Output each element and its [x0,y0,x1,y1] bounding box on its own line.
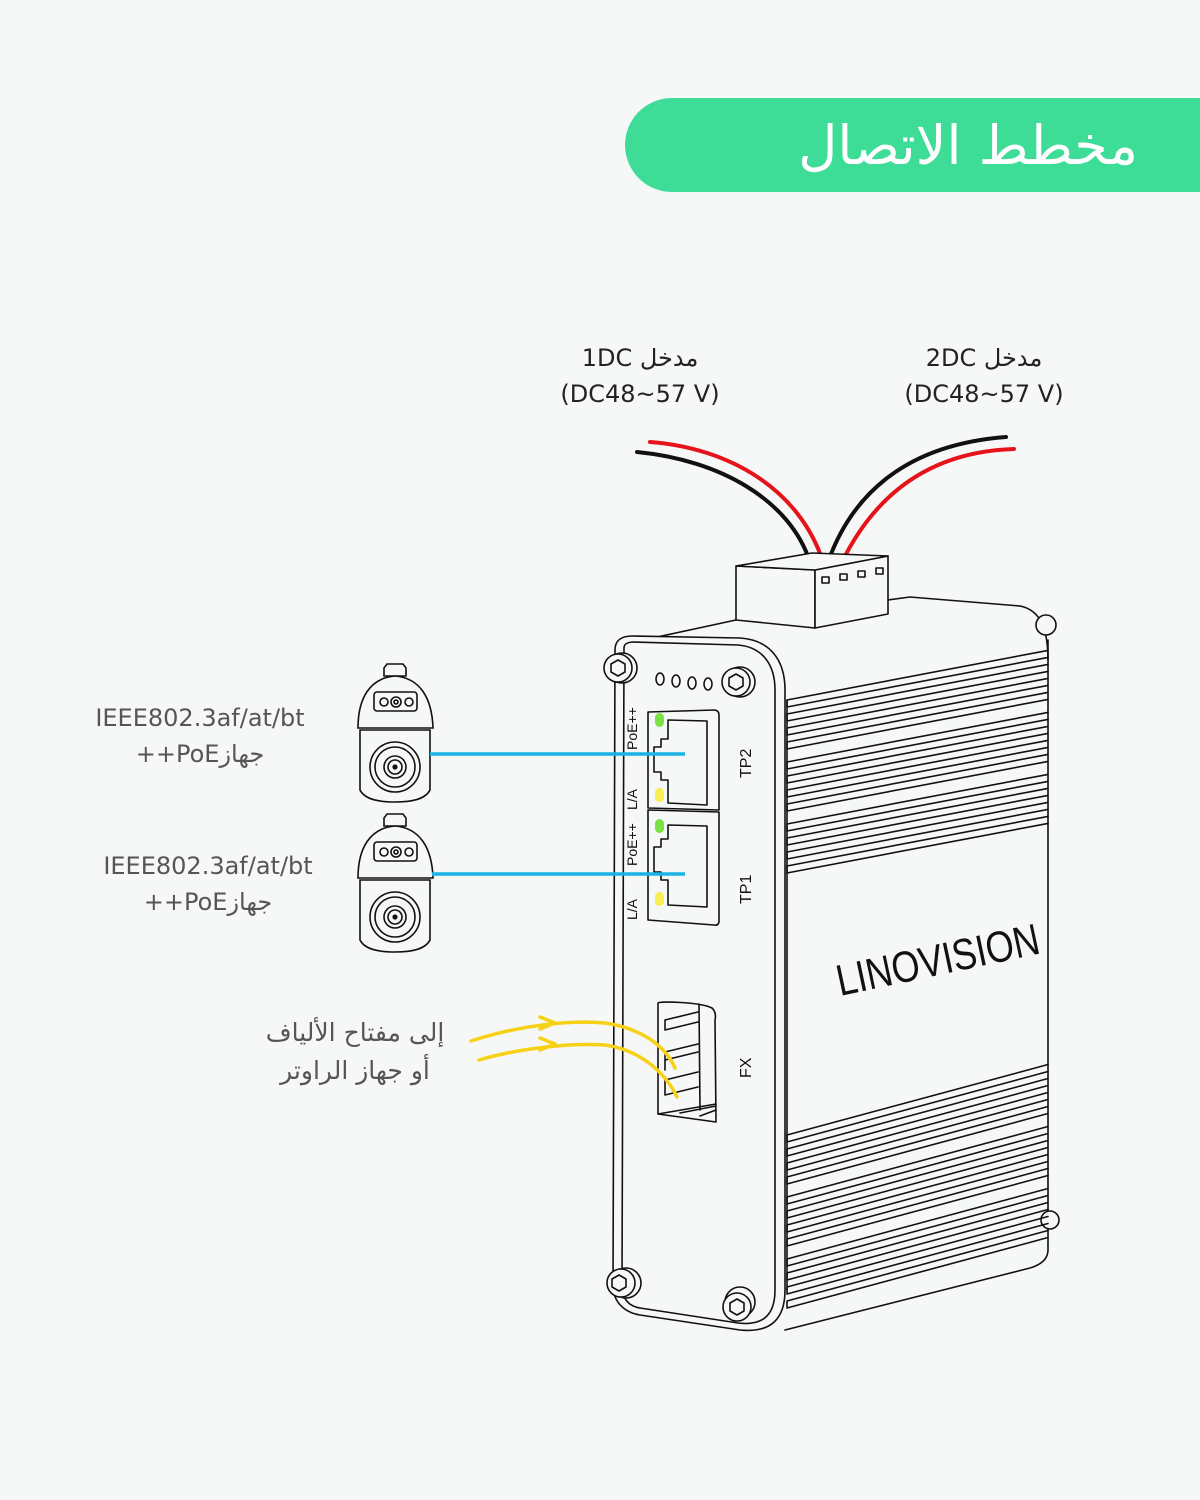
screw-icon [603,652,638,684]
port-fx[interactable] [657,1001,717,1123]
fiber-link-label: إلى مفتاح الألياف أو جهاز الراوتر [245,1014,465,1090]
screw-icon [721,666,756,698]
poe-device-2-name: جهازPoE++ [143,888,273,916]
power-input-1-name: مدخل 1DC [581,344,699,372]
tp2-port-label: TP2 [738,749,755,778]
poe-device-1-name: جهازPoE++ [135,740,265,768]
cooling-fin [786,1153,1049,1233]
wire-dc1-positive [648,440,825,564]
led-tp1-poe [655,819,664,833]
poe-device-2-standard: IEEE802.3af/at/bt [103,852,313,880]
ptz-camera-icon [357,813,434,953]
port-tp1[interactable] [647,809,720,926]
cooling-fin [786,815,1049,874]
cooling-fin [786,649,1049,708]
fiber-link-line2: أو جهاز الراوتر [280,1056,430,1085]
fiber-arrow-1 [538,1015,557,1031]
cooling-fin [786,1215,1049,1295]
poe-device-2-label: IEEE802.3af/at/bt جهازPoE++ [78,848,338,920]
indicator-holes [655,672,713,691]
cooling-fin [786,1139,1049,1219]
led-tp2-poe [655,713,664,727]
poe-device-1-label: IEEE802.3af/at/bt جهازPoE++ [70,700,330,772]
cooling-fin [786,739,1049,798]
power-input-2-name: مدخل 2DC [925,344,1043,372]
terminal-block [735,552,889,629]
cooling-fin [786,677,1049,736]
poe-device-1-standard: IEEE802.3af/at/bt [95,704,305,732]
cooling-fins-bottom [786,1063,1049,1309]
port-labels: PoE++ L/A PoE++ L/A TP2 TP1 FX [624,707,755,1078]
cooling-fin [786,711,1049,770]
fiber-cable-1 [469,1020,677,1070]
screws [603,652,756,1322]
fx-port-label: FX [738,1057,755,1078]
cooling-fin [786,1077,1049,1157]
tp2-link-label: L/A [624,788,640,810]
fiber-link-line1: إلى مفتاح الألياف [265,1018,445,1047]
cooling-fin [786,787,1049,846]
screw-icon [606,1267,642,1299]
cooling-fins-top [786,649,1049,874]
wire-dc1-negative [635,450,812,564]
cooling-fin [786,1167,1049,1247]
cooling-fin [786,1063,1049,1143]
tp1-poe-label: PoE++ [624,823,640,866]
wire-dc2-negative [826,435,1008,564]
diagram-title: مخطط الاتصال [798,114,1138,177]
cooling-fin [786,691,1049,750]
cooling-fin [786,1187,1049,1267]
fiber-cables [469,1015,679,1099]
leds [655,713,664,906]
port-tp2[interactable] [647,709,720,811]
screw-icon [722,1286,756,1322]
cooling-fin [786,753,1049,812]
tp2-poe-label: PoE++ [624,707,640,750]
power-wires [635,435,1016,564]
cooling-fin [786,1201,1049,1281]
title-banner: مخطط الاتصال [625,98,1200,192]
cooling-fin [786,1091,1049,1171]
brand-logo: LINOVISION [832,915,1044,1006]
fiber-cable-2 [477,1042,679,1099]
power-input-2-voltage: (DC48~57 V) [904,380,1064,408]
power-input-1-voltage: (DC48~57 V) [560,380,720,408]
cooling-fin [786,1229,1049,1309]
cooling-fin [786,1105,1049,1185]
cooling-fin [786,773,1049,832]
fiber-arrow-2 [538,1036,557,1052]
wire-dc2-positive [840,447,1016,564]
cooling-fin [786,801,1049,860]
ptz-camera-icon [357,663,434,803]
cooling-fin [786,725,1049,784]
tp1-link-label: L/A [624,898,640,920]
led-tp2-link [655,788,664,802]
cooling-fin [786,1125,1049,1205]
power-input-1-label: مدخل 1DC (DC48~57 V) [540,340,740,412]
power-input-2-label: مدخل 2DC (DC48~57 V) [884,340,1084,412]
tp1-port-label: TP1 [738,875,755,904]
cooling-fin [786,663,1049,722]
led-tp1-link [655,892,664,906]
